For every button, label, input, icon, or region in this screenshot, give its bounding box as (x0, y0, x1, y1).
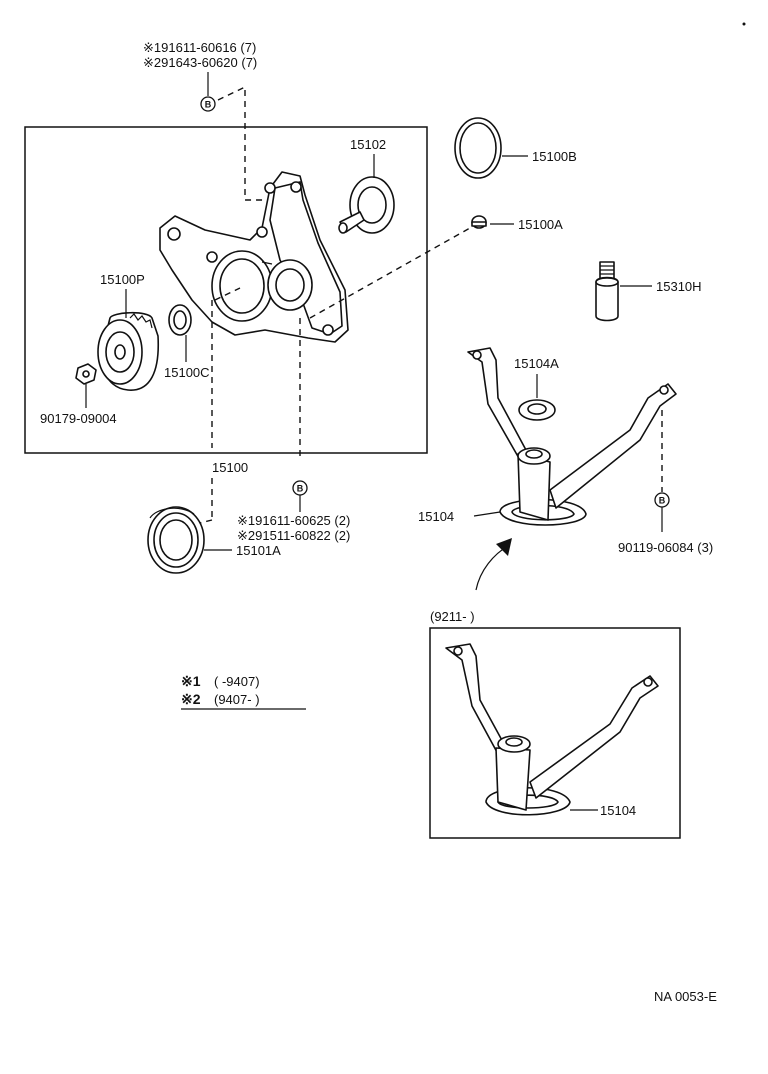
label-90119-06084: 90119-06084 (3) (618, 540, 713, 555)
bolt-top-line1: ※191611-60616 (7) (143, 40, 256, 55)
seal-small (168, 304, 192, 336)
nut (75, 363, 97, 385)
legend-range-1: ( -9407) (214, 674, 260, 689)
bolt-top-line2: ※291643-60620 (7) (143, 55, 257, 70)
label-15104-alt: 15104 (600, 803, 636, 818)
svg-text:B: B (205, 100, 212, 110)
label-90179-09004: 90179-09004 (40, 411, 117, 426)
nipple (595, 261, 619, 322)
svg-text:B: B (297, 484, 304, 494)
svg-text:B: B (659, 496, 666, 506)
assembly-frame (24, 126, 428, 454)
o-ring (454, 117, 502, 179)
legend-range-2: (9407- ) (214, 692, 260, 707)
label-15104: 15104 (418, 509, 454, 524)
dash-plug (309, 227, 471, 319)
label-15100P: 15100P (100, 272, 145, 287)
footer-code: NA 0053-E (654, 989, 717, 1004)
strainer-alt (445, 643, 659, 816)
inset-label: (9211- ) (430, 609, 475, 624)
gasket (518, 399, 556, 421)
label-15100C: 15100C (164, 365, 210, 380)
legend-mark-1: ※1 (181, 673, 201, 689)
plug (471, 215, 487, 229)
label-15102: 15102 (350, 137, 386, 152)
pulley (97, 311, 160, 391)
label-15100A: 15100A (518, 217, 563, 232)
legend: ※1 ( -9407) ※2 (9407- ) (181, 673, 306, 710)
front-seal (147, 506, 205, 574)
inset-frame (429, 627, 681, 839)
oil-pump-body (159, 171, 349, 343)
legend-mark-2: ※2 (181, 691, 201, 707)
bolt-top-dash (217, 85, 270, 201)
label-15100: 15100 (212, 460, 248, 475)
label-15101A: 15101A (236, 543, 281, 558)
pointer-arrow (475, 545, 509, 591)
bolt-mid-line1: ※191611-60625 (2) (237, 513, 350, 528)
strainer (467, 347, 677, 526)
bolt-mid-badge: B (292, 480, 308, 496)
drive-rotor (338, 176, 395, 234)
label-15104A: 15104A (514, 356, 559, 371)
label-15310H: 15310H (656, 279, 702, 294)
label-15100B: 15100B (532, 149, 577, 164)
leader-15104 (473, 511, 501, 517)
bolt-mid-line2: ※291511-60822 (2) (237, 528, 350, 543)
bolt-top-badge: B (200, 96, 216, 112)
strainer-bolt-badge: B (654, 492, 670, 508)
